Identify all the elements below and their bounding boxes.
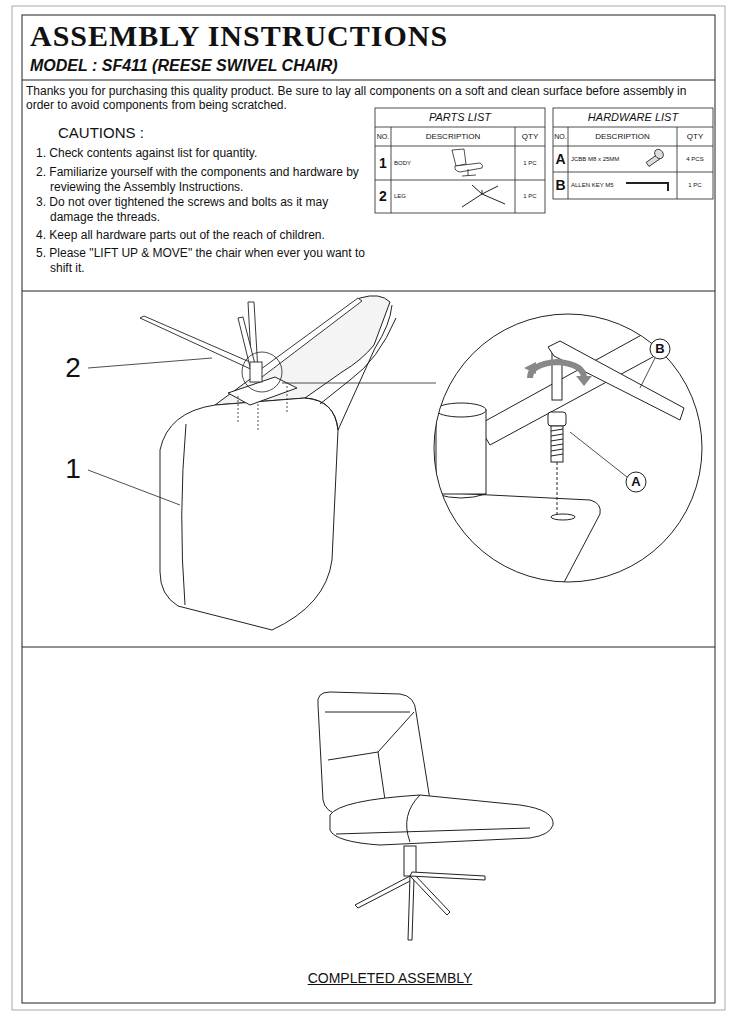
table-cell: 1: [375, 146, 391, 180]
table-cell: 1 PC: [515, 180, 545, 213]
table-cell: A: [553, 146, 568, 172]
table-cell: BODY: [394, 146, 444, 180]
callout-circle: [626, 472, 646, 492]
detail-leader: [282, 383, 436, 384]
callout-circle: [650, 339, 670, 359]
caution-item: 5. Please "LIFT UP & MOVE" the chair whe…: [36, 246, 374, 276]
page-frame: [22, 15, 715, 1003]
table-cell: ALLEN KEY M5: [571, 172, 643, 199]
table-header: NO.: [553, 127, 568, 146]
intro-text: Thanks you for purchasing this quality p…: [26, 84, 716, 112]
panel-rule: [22, 647, 715, 648]
key-icon: [626, 183, 668, 191]
detail-view: [420, 300, 712, 590]
callout-number: 2: [60, 351, 86, 385]
chair-body: [160, 296, 396, 630]
leader-line: [88, 358, 212, 368]
parts-table: [375, 108, 545, 213]
detail-marker: [242, 352, 282, 392]
screw-path: [238, 386, 287, 430]
screw-icon: [646, 148, 665, 167]
chair-icon: [452, 149, 483, 176]
caution-item: 2. Familiarize yourself with the compone…: [36, 165, 374, 195]
table-header: DESCRIPTION: [391, 127, 515, 146]
caution-heading: CAUTIONS :: [58, 124, 144, 142]
table-header: HARDWARE LIST: [553, 108, 713, 127]
callout-number: 1: [60, 452, 86, 486]
table-cell: LEG: [394, 180, 444, 213]
table-header: PARTS LIST: [375, 108, 545, 127]
outer-frame: [12, 6, 725, 1010]
caution-item: 4. Keep all hardware parts out of the re…: [36, 228, 374, 243]
leg-base: [140, 298, 362, 382]
table-header: QTY: [515, 127, 545, 146]
table-cell: B: [553, 172, 568, 199]
page-title: ASSEMBLY INSTRUCTIONS: [30, 18, 448, 54]
caution-item: 3. Do not over tightened the screws and …: [36, 195, 374, 225]
table-header: QTY: [677, 127, 713, 146]
table-header: DESCRIPTION: [568, 127, 677, 146]
leader-line: [570, 432, 627, 477]
table-cell: 1 PC: [677, 172, 713, 199]
table-cell: JCBB M8 x 25MM: [571, 146, 643, 172]
leader-line: [640, 358, 655, 388]
table-cell: 4 PCS: [677, 146, 713, 172]
model-line: MODEL : SF411 (REESE SWIVEL CHAIR): [30, 56, 338, 75]
detail-circle: [434, 314, 702, 582]
completed-chair: [318, 692, 553, 940]
table-cell: 1 PC: [515, 146, 545, 180]
leader-line: [88, 470, 180, 505]
panel-rule: [22, 291, 715, 292]
caution-item: 1. Check contents against list for quant…: [36, 146, 374, 161]
header-rule: [22, 80, 715, 81]
hardware-table: [553, 108, 713, 199]
table-header: NO.: [375, 127, 391, 146]
caption-text: COMPLETED ASSEMBLY: [270, 968, 510, 988]
table-cell: 2: [375, 180, 391, 213]
callout-letter: B: [650, 339, 670, 359]
callout-letter: A: [626, 472, 646, 492]
leg-icon: [462, 185, 505, 207]
